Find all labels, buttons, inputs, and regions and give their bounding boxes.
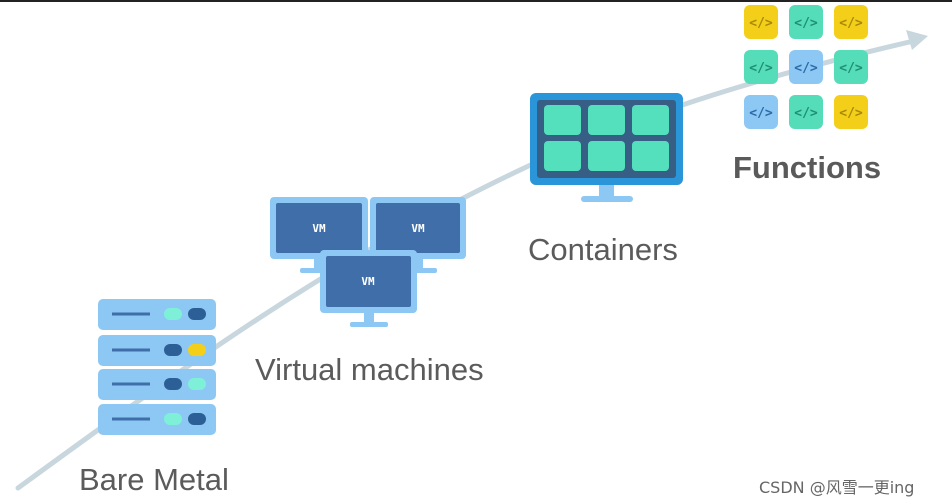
code-icon: </>	[749, 106, 773, 121]
code-icon: </>	[839, 61, 863, 76]
functions-label: Functions	[733, 150, 882, 185]
function-tile	[744, 50, 778, 84]
watermark: CSDN @风雪一更ing	[759, 478, 915, 497]
function-tile	[789, 5, 823, 39]
function-tile	[789, 95, 823, 129]
virtual-machines-label: Virtual machines	[255, 352, 484, 387]
code-icon: </>	[749, 16, 773, 31]
functions-grid-icon: </> </> </> </> </> </> </> </> </>	[744, 5, 868, 129]
server-rack-icon	[98, 299, 216, 435]
vm-label: VM	[411, 222, 425, 235]
container-monitor-icon	[530, 93, 683, 202]
code-icon: </>	[794, 61, 818, 76]
code-icon: </>	[794, 106, 818, 121]
vm-monitor-right-icon: VM	[370, 197, 466, 273]
code-icon: </>	[794, 16, 818, 31]
code-icon: </>	[839, 16, 863, 31]
vm-label: VM	[361, 275, 375, 288]
vm-monitor-front-icon: VM	[320, 250, 417, 327]
function-tile	[744, 95, 778, 129]
vm-monitor-left-icon: VM	[270, 197, 368, 273]
code-icon: </>	[749, 61, 773, 76]
bare-metal-label: Bare Metal	[79, 462, 229, 497]
function-tile	[834, 95, 868, 129]
vm-label: VM	[312, 222, 326, 235]
function-tile	[744, 5, 778, 39]
containers-label: Containers	[528, 232, 678, 267]
top-border	[0, 0, 952, 2]
function-tile	[834, 50, 868, 84]
function-tile	[834, 5, 868, 39]
code-icon: </>	[839, 106, 863, 121]
function-tile	[789, 50, 823, 84]
trend-arrowhead	[906, 30, 928, 50]
